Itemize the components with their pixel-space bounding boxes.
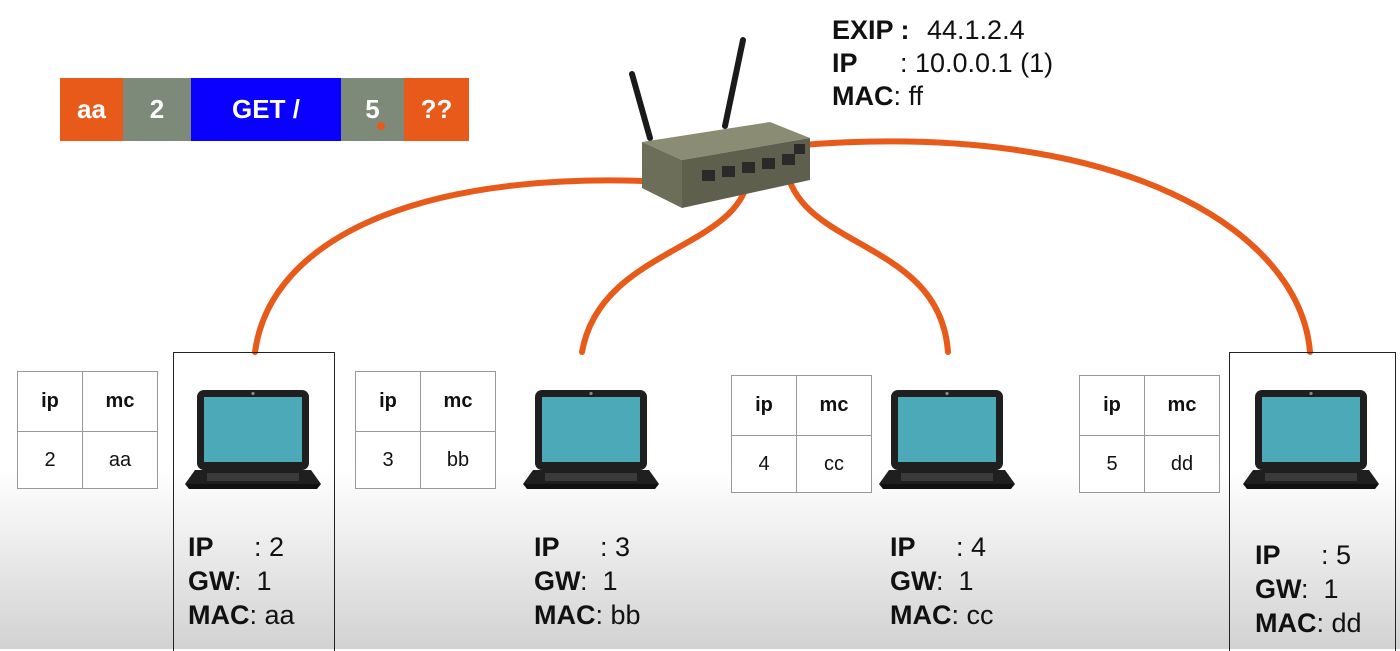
- host-gw-value: : 1: [234, 566, 272, 596]
- host-gw-label: GW: [188, 566, 235, 596]
- host-gw-value: : 1: [580, 566, 618, 596]
- arp-header-ip: ip: [1079, 375, 1145, 436]
- host-info-5: IP : 5 GW: 1 MAC: dd: [1255, 538, 1362, 640]
- packet-field-src-mac: aa: [60, 78, 123, 141]
- host-ip-value: : 4: [956, 532, 987, 562]
- host-ip-value: : 5: [1321, 540, 1352, 570]
- arp-cell-mc: aa: [82, 431, 158, 489]
- host-ip-value: : 2: [254, 532, 285, 562]
- host-mac-value: : cc: [951, 600, 994, 630]
- router-ip-value: : 10.0.0.1 (1): [900, 48, 1054, 78]
- host-gw-value: : 1: [936, 566, 974, 596]
- cable-host-3: [579, 177, 751, 355]
- arp-header-ip: ip: [355, 371, 421, 432]
- packet-field-label: 2: [149, 94, 165, 124]
- router-ip-row: IP : 10.0.0.1 (1): [832, 47, 1053, 80]
- marker-dot-icon: [377, 122, 385, 130]
- packet-field-payload: GET /: [191, 78, 341, 141]
- host-mac-value: : bb: [595, 600, 641, 630]
- arp-header-mc: mc: [82, 371, 158, 432]
- arp-cell-ip: 3: [355, 431, 421, 489]
- host-ip-label: IP: [890, 532, 916, 562]
- host-mac-label: MAC: [1255, 608, 1317, 638]
- laptop-icon: [523, 390, 659, 489]
- cable-host-4: [783, 165, 951, 355]
- packet-field-label: ??: [420, 94, 453, 124]
- router-exip-row: EXIP : 44.1.2.4: [832, 14, 1053, 47]
- cable-host-5: [799, 138, 1313, 355]
- host-gw-label: GW: [534, 566, 581, 596]
- host-mac-value: : aa: [249, 600, 295, 630]
- arp-cell-ip: 5: [1079, 435, 1145, 493]
- packet-field-label: GET /: [232, 94, 300, 124]
- packet-field-dst-ip: 5: [341, 78, 404, 141]
- arp-cell-ip: 4: [731, 435, 797, 493]
- router-mac-row: MAC : ff: [832, 80, 1053, 113]
- host-info-3: IP : 3 GW: 1 MAC: bb: [534, 530, 641, 632]
- packet-field-label: 5: [365, 94, 380, 124]
- laptop-icon: [879, 390, 1015, 489]
- packet-field-dst-mac: ??: [404, 78, 469, 141]
- router-exip-value: 44.1.2.4: [927, 15, 1025, 45]
- arp-header-mc: mc: [1144, 375, 1220, 436]
- host-ip-label: IP: [1255, 540, 1281, 570]
- router-exip-label: EXIP :: [832, 15, 910, 45]
- host-mac-label: MAC: [188, 600, 250, 630]
- arp-cell-ip: 2: [17, 431, 83, 489]
- arp-header-mc: mc: [796, 375, 872, 436]
- host-gw-label: GW: [1255, 574, 1302, 604]
- router-mac-value: : ff: [893, 81, 924, 111]
- arp-header-mc: mc: [420, 371, 496, 432]
- laptop-icon: [185, 390, 321, 489]
- host-info-2: IP : 2 GW: 1 MAC: aa: [188, 530, 295, 632]
- router-ip-label: IP: [832, 48, 858, 78]
- arp-cell-mc: cc: [796, 435, 872, 493]
- host-ip-label: IP: [188, 532, 214, 562]
- router-mac-label: MAC: [832, 81, 894, 111]
- router-info: EXIP : 44.1.2.4 IP : 10.0.0.1 (1) MAC : …: [832, 14, 1053, 113]
- packet-field-src-ip: 2: [123, 78, 191, 141]
- host-mac-label: MAC: [534, 600, 596, 630]
- host-gw-label: GW: [890, 566, 937, 596]
- router-icon: [629, 37, 810, 208]
- host-gw-value: : 1: [1301, 574, 1339, 604]
- host-frame-2: [173, 352, 335, 651]
- host-ip-label: IP: [534, 532, 560, 562]
- arp-header-ip: ip: [731, 375, 797, 436]
- host-mac-label: MAC: [890, 600, 952, 630]
- laptop-icon: [1243, 390, 1379, 489]
- arp-header-ip: ip: [17, 371, 83, 432]
- cable-host-2: [252, 177, 715, 355]
- packet: aa 2 GET / 5 ??: [60, 78, 469, 141]
- host-info-4: IP : 4 GW: 1 MAC: cc: [890, 530, 994, 632]
- host-ip-value: : 3: [600, 532, 631, 562]
- host-mac-value: : dd: [1316, 608, 1362, 638]
- arp-cell-mc: dd: [1144, 435, 1220, 493]
- host-frame-5: [1229, 352, 1396, 651]
- arp-cell-mc: bb: [420, 431, 496, 489]
- packet-field-label: aa: [77, 94, 106, 124]
